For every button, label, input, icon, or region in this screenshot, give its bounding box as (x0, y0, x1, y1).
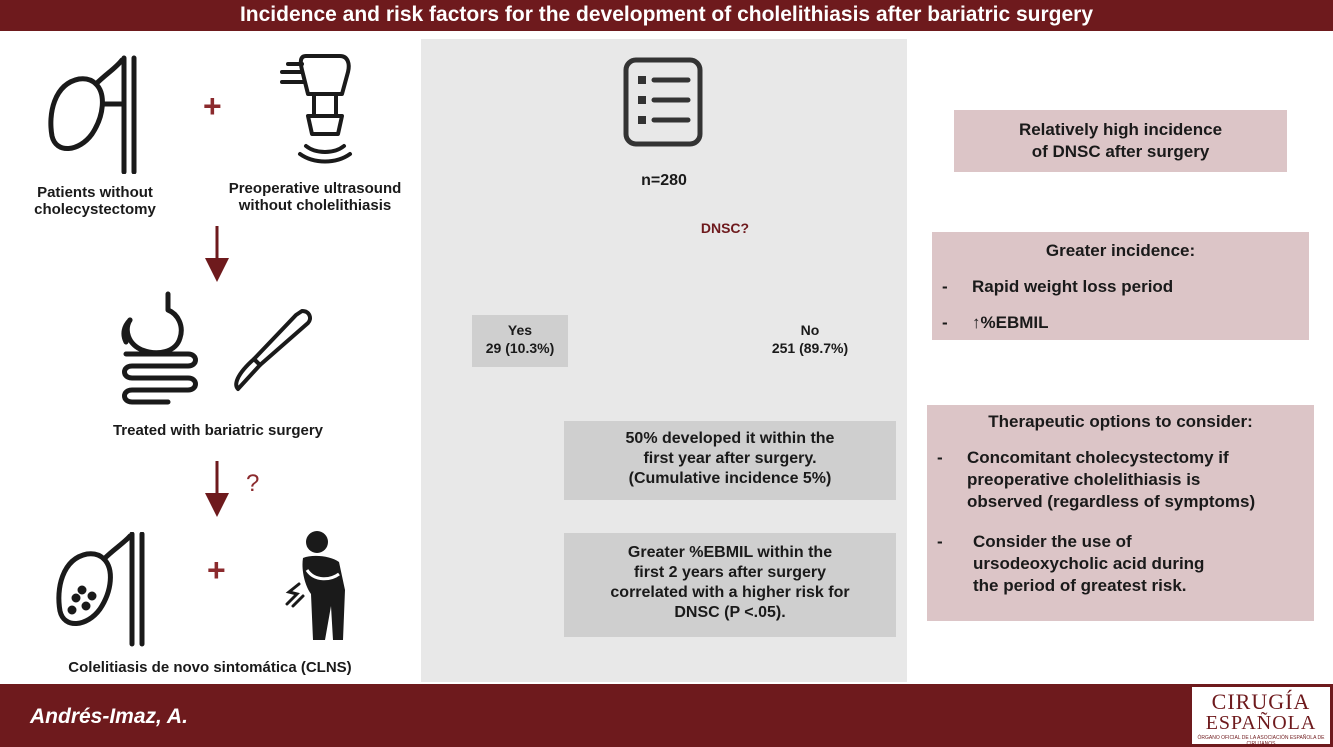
finding-first-year-box: 50% developed it within the first year a… (564, 421, 896, 500)
logo-main-text: CIRUGÍA (1211, 689, 1311, 714)
sample-size: n=280 (641, 172, 687, 189)
plus-sign-top: + (203, 88, 222, 124)
author-name: Andrés-Imaz, A. (30, 705, 188, 728)
preoperative-ultrasound-label: Preoperative ultrasound without cholelit… (228, 180, 402, 214)
therapeutic-options-title: Therapeutic options to consider: (988, 412, 1253, 431)
bullet-concomitant-cholecystectomy: - Concomitant cholecystectomy if preoper… (937, 448, 1256, 511)
high-incidence-text: Relatively high incidence of DNSC after … (1018, 120, 1223, 161)
abdominal-pain-person-icon (285, 530, 370, 645)
finding-first-year-text: 50% developed it within the first year a… (625, 430, 835, 487)
no-group: No 251 (89.7%) (755, 321, 865, 357)
bullet-ebmil: - ↑%EBMIL (942, 313, 1049, 332)
dnsc-question: DNSC? (700, 220, 750, 236)
bullet-rapid-weight-loss: - Rapid weight loss period (942, 277, 1174, 296)
therapeutic-options-box: Therapeutic options to consider: - Conco… (927, 405, 1314, 621)
no-value: 251 (89.7%) (771, 340, 849, 356)
patients-without-cholecystectomy-label: Patients without cholecystectomy (34, 184, 156, 218)
yes-box: Yes 29 (10.3%) (472, 315, 568, 367)
logo-sub-text: ESPAÑOLA (1205, 712, 1317, 734)
gallbladder-icon (44, 54, 139, 175)
plus-sign-bottom: + (207, 552, 226, 588)
question-mark: ? (246, 470, 260, 497)
greater-incidence-title: Greater incidence: (1045, 241, 1196, 260)
finding-ebmil-box: Greater %EBMIL within the first 2 years … (564, 533, 896, 637)
ultrasound-probe-icon (278, 50, 358, 168)
journal-logo: CIRUGÍA ESPAÑOLA ÓRGANO OFICIAL DE LA AS… (1192, 687, 1330, 747)
yes-label: Yes (507, 322, 533, 338)
no-label: No (800, 322, 820, 338)
clns-label: Colelitiasis de novo sintomática (CLNS) (68, 659, 352, 676)
stomach-intestine-icon (118, 290, 203, 405)
logo-tagline: ÓRGANO OFICIAL DE LA ASOCIACIÓN ESPAÑOLA… (1197, 735, 1325, 747)
yes-value: 29 (10.3%) (485, 340, 555, 356)
treated-bariatric-surgery-label: Treated with bariatric surgery (112, 422, 324, 439)
gallbladder-stones-icon (52, 531, 147, 647)
bullet-ursodeoxycholic-acid: - Consider the use of ursodeoxycholic ac… (937, 532, 1205, 595)
page-title: Incidence and risk factors for the devel… (0, 0, 1333, 31)
scalpel-icon (230, 305, 315, 395)
checklist-icon (622, 56, 704, 148)
finding-ebmil-text: Greater %EBMIL within the first 2 years … (610, 544, 850, 621)
high-incidence-box: Relatively high incidence of DNSC after … (954, 110, 1287, 172)
greater-incidence-box: Greater incidence: - Rapid weight loss p… (932, 232, 1309, 340)
footer-bar: Andrés-Imaz, A. CIRUGÍA ESPAÑOLA ÓRGANO … (0, 684, 1333, 747)
